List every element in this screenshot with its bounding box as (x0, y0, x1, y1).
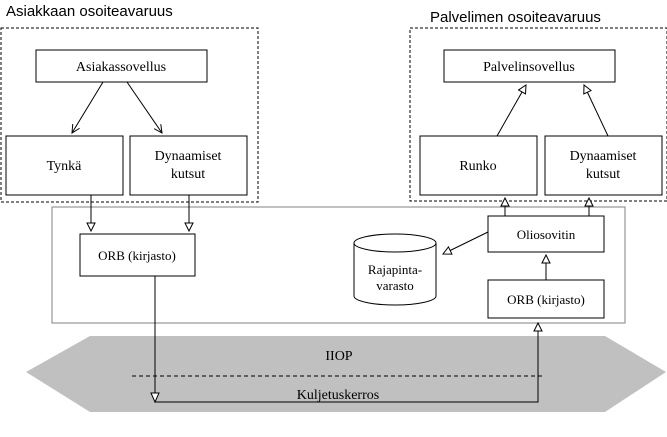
client-dynamic-calls-box (129, 135, 248, 196)
server-address-space-label: Palvelimen osoiteavaruus (430, 9, 601, 26)
transport-layer-label: Kuljetuskerros (297, 388, 379, 403)
object-adapter-label: Oliosovitin (517, 227, 576, 242)
stub-box (5, 135, 124, 196)
server-orb-label: ORB (kirjasto) (507, 292, 585, 307)
arrow-skeleton-to-app (496, 85, 526, 137)
server-dynamic-calls-label-1: Dynaamiset (570, 149, 637, 164)
client-address-space (0, 27, 259, 203)
client-application-label: Asiakassovellus (76, 60, 166, 75)
server-application-label: Palvelinsovellus (483, 60, 575, 75)
transport-layer-band (26, 336, 666, 412)
iiop-label: IIOP (325, 349, 352, 364)
server-dynamic-calls-box (544, 135, 663, 196)
interface-repository-label-1: Rajapinta- (368, 262, 422, 277)
client-orb-down-arrowhead (150, 392, 160, 404)
interface-repository-label-2: varasto (376, 278, 414, 293)
skeleton-label: Runko (459, 159, 496, 174)
server-application-box (443, 49, 616, 83)
object-adapter-box (487, 215, 605, 253)
arrow-app-to-dynamic (126, 81, 162, 133)
client-orb-box (79, 233, 196, 277)
client-dynamic-calls-label-2: kutsut (171, 167, 205, 182)
server-dynamic-calls-label-2: kutsut (586, 167, 620, 182)
orb-frame (51, 206, 626, 324)
arrow-dynamic-to-app (584, 85, 609, 137)
interface-repository-cylinder (353, 233, 437, 306)
transport-path-line (155, 323, 538, 403)
client-application-box (35, 49, 208, 83)
skeleton-box (419, 135, 538, 196)
client-dynamic-calls-label-1: Dynaamiset (155, 149, 222, 164)
client-address-space-label: Asiakkaan osoiteavaruus (6, 3, 173, 20)
arrow-adapter-to-repository (443, 231, 489, 254)
stub-label: Tynkä (47, 159, 83, 174)
client-orb-label: ORB (kirjasto) (98, 248, 176, 263)
arrow-app-to-stub (72, 81, 104, 133)
